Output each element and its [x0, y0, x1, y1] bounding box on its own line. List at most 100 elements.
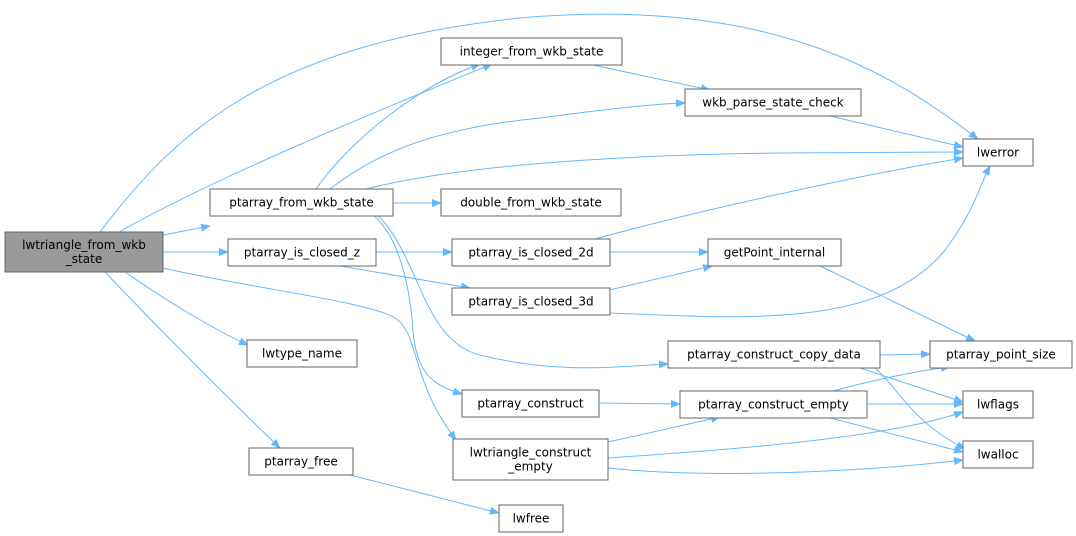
- edge-lwtriangle_construct_empty-to-lwalloc: [607, 457, 964, 474]
- edge-line: [604, 264, 713, 292]
- edge-ptarray_construct-to-ptarray_construct_empty: [598, 399, 681, 408]
- node-box: [227, 238, 377, 267]
- node-box: [452, 438, 609, 481]
- edge-integer_from_wkb_state-to-wkb_parse_state_check: [592, 64, 711, 93]
- edge-ptarray_is_closed_3d-to-getPoint_internal: [604, 264, 713, 292]
- edge-line: [592, 64, 711, 93]
- edge-line: [349, 474, 500, 515]
- node-label: ptarray_is_closed_2d: [468, 246, 593, 260]
- node-ptarray_from_wkb_state[interactable]: ptarray_from_wkb_state: [209, 188, 394, 217]
- edge-line: [339, 265, 471, 291]
- node-label: lwtype_name: [262, 347, 342, 361]
- edge-line: [859, 367, 964, 403]
- node-ptarray_is_closed_2d[interactable]: ptarray_is_closed_2d: [451, 238, 611, 267]
- edge-line: [609, 165, 991, 318]
- node-lwalloc[interactable]: lwalloc: [962, 440, 1034, 469]
- edge-line: [607, 457, 964, 474]
- node-integer_from_wkb_state[interactable]: integer_from_wkb_state: [440, 37, 623, 66]
- node-label: _empty: [507, 460, 553, 474]
- node-label: _state: [65, 252, 102, 266]
- edge-ptarray_is_closed_2d-to-lwerror: [594, 155, 964, 240]
- edge-line: [879, 350, 931, 359]
- edge-lwtriangle_construct_empty-to-lwflags: [607, 411, 964, 459]
- node-label: double_from_wkb_state: [460, 196, 602, 210]
- node-box: [498, 504, 564, 533]
- node-box: [667, 340, 881, 369]
- edge-line: [832, 363, 951, 392]
- edge-ptarray_construct_copy_data-to-lwflags: [859, 367, 964, 403]
- edge-line: [329, 99, 686, 190]
- node-lwtriangle_construct_empty[interactable]: lwtriangle_construct_empty: [452, 438, 609, 481]
- edge-ptarray_is_closed_3d-to-lwerror: [609, 165, 991, 318]
- edge-ptarray_construct_empty-to-ptarray_point_size: [832, 363, 951, 392]
- node-box: [679, 390, 868, 419]
- edge-line: [594, 155, 964, 240]
- edges: [99, 13, 991, 515]
- node-box: [451, 238, 611, 267]
- node-box: [440, 188, 622, 217]
- edge-line: [124, 271, 249, 346]
- node-label: ptarray_free: [264, 455, 337, 469]
- edge-ptarray_from_wkb_state-to-wkb_parse_state_check: [329, 99, 686, 190]
- edge-line: [598, 399, 681, 408]
- node-label: wkb_parse_state_check: [702, 96, 844, 110]
- edge-line: [829, 417, 964, 454]
- edge-ptarray_construct_copy_data-to-ptarray_point_size: [879, 350, 931, 359]
- node-wkb_parse_state_check[interactable]: wkb_parse_state_check: [684, 88, 862, 117]
- node-lwtriangle_from_wkb_state[interactable]: lwtriangle_from_wkb_state: [4, 231, 164, 273]
- edge-ptarray_from_wkb_state-to-ptarray_construct_copy_data: [371, 209, 669, 369]
- edge-line: [819, 265, 976, 342]
- node-ptarray_construct_empty[interactable]: ptarray_construct_empty: [679, 390, 868, 419]
- node-ptarray_is_closed_3d[interactable]: ptarray_is_closed_3d: [451, 287, 611, 316]
- edge-line: [874, 367, 966, 450]
- edge-line: [99, 13, 979, 233]
- edge-lwtriangle_from_wkb_state-to-integer_from_wkb_state: [118, 63, 493, 233]
- node-label: integer_from_wkb_state: [460, 45, 604, 59]
- edge-ptarray_from_wkb_state-to-integer_from_wkb_state: [315, 63, 481, 190]
- edge-wkb_parse_state_check-to-lwerror: [829, 115, 964, 149]
- edge-line: [829, 115, 964, 149]
- node-label: lwfree: [513, 512, 550, 526]
- node-label: lwtriangle_construct: [470, 446, 592, 460]
- node-box: [451, 287, 611, 316]
- edge-line: [607, 415, 721, 443]
- edge-getPoint_internal-to-ptarray_point_size: [819, 265, 976, 342]
- node-box: [962, 390, 1034, 419]
- edge-lwtriangle_from_wkb_state-to-ptarray_free: [104, 271, 281, 449]
- node-lwfree[interactable]: lwfree: [498, 504, 564, 533]
- node-box: [4, 231, 164, 273]
- edge-line: [118, 63, 493, 233]
- nodes: lwtriangle_from_wkb_state integer_from_wk…: [4, 37, 1073, 533]
- edge-ptarray_is_closed_z-to-ptarray_is_closed_3d: [339, 265, 471, 291]
- node-label: ptarray_is_closed_z: [244, 246, 360, 260]
- node-ptarray_is_closed_z[interactable]: ptarray_is_closed_z: [227, 238, 377, 267]
- node-label: lwflags: [977, 398, 1019, 412]
- node-getPoint_internal[interactable]: getPoint_internal: [707, 238, 842, 267]
- node-label: getPoint_internal: [724, 246, 826, 260]
- node-ptarray_construct_copy_data[interactable]: ptarray_construct_copy_data: [667, 340, 881, 369]
- node-lwflags[interactable]: lwflags: [962, 390, 1034, 419]
- node-label: lwtriangle_from_wkb: [22, 238, 146, 252]
- node-box: [248, 447, 354, 476]
- node-box: [461, 389, 600, 418]
- node-label: lwerror: [977, 146, 1019, 160]
- node-ptarray_point_size[interactable]: ptarray_point_size: [929, 340, 1073, 369]
- node-ptarray_construct[interactable]: ptarray_construct: [461, 389, 600, 418]
- edge-line: [365, 209, 463, 396]
- edge-ptarray_free-to-lwfree: [349, 474, 500, 515]
- edge-lwtriangle_from_wkb_state-to-lwerror: [99, 13, 979, 233]
- node-double_from_wkb_state[interactable]: double_from_wkb_state: [440, 188, 622, 217]
- edge-line: [371, 209, 669, 369]
- node-box: [962, 138, 1034, 167]
- node-label: ptarray_construct_copy_data: [687, 348, 861, 362]
- edge-line: [162, 223, 211, 236]
- node-lwtype_name[interactable]: lwtype_name: [246, 339, 358, 368]
- node-ptarray_free[interactable]: ptarray_free: [248, 447, 354, 476]
- node-label: lwalloc: [977, 448, 1018, 462]
- edge-lwtriangle_from_wkb_state-to-ptarray_from_wkb_state: [162, 223, 211, 236]
- edge-ptarray_from_wkb_state-to-ptarray_construct: [365, 209, 463, 396]
- edge-line: [315, 63, 481, 190]
- node-lwerror[interactable]: lwerror: [962, 138, 1034, 167]
- edge-ptarray_construct_copy_data-to-lwalloc: [874, 367, 966, 450]
